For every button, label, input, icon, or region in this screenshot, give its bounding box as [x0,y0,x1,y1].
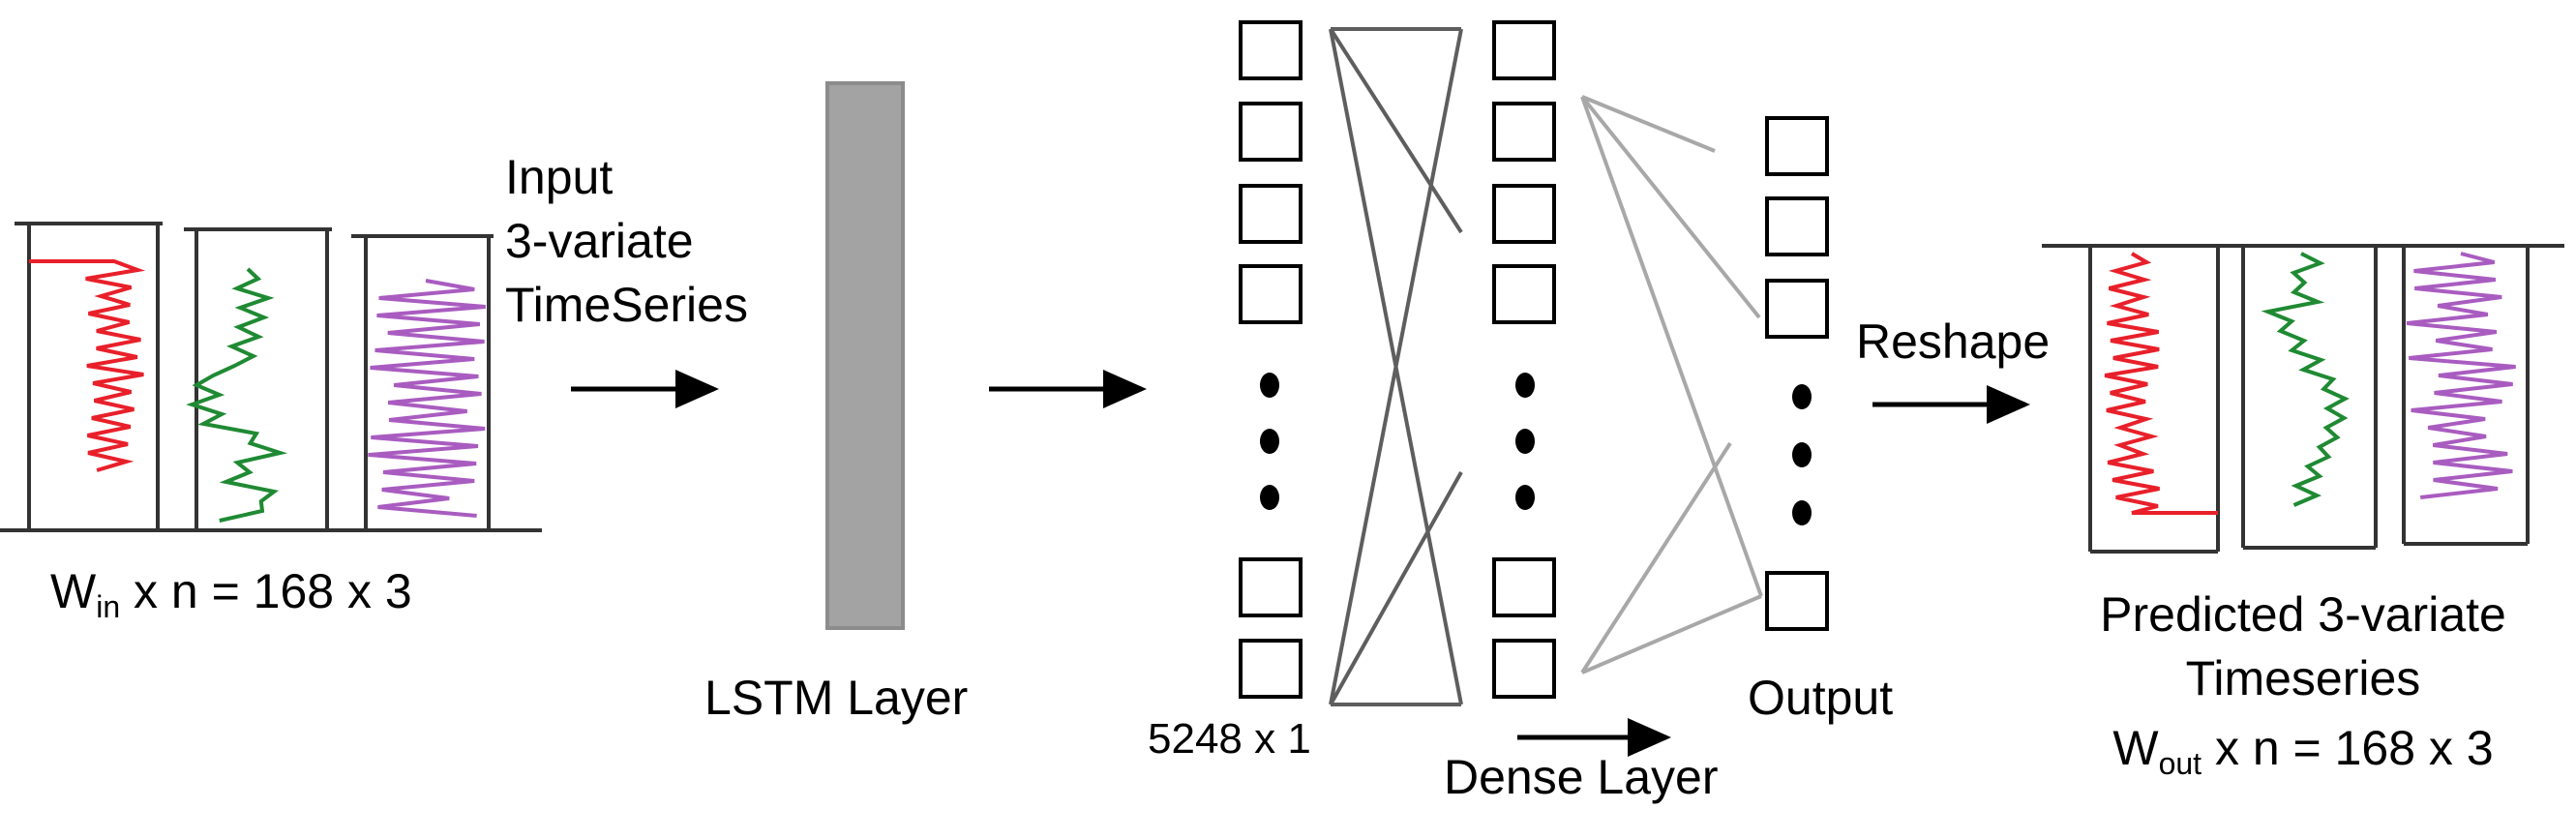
output-label: Output [1748,671,1894,725]
lstm-layer-label: LSTM Layer [704,671,969,725]
neuron-node [1239,20,1303,80]
neuron-node [1492,639,1556,699]
neuron-node [1239,264,1303,324]
neuron-node [1492,264,1556,324]
output-series-2-line [2261,252,2350,507]
predicted-title-line-1: Predicted 3-variate [2100,587,2506,642]
neuron-node [1765,279,1829,339]
input-window-symbol: W [50,564,97,618]
vector-size-label: 5248 x 1 [1148,715,1311,763]
neuron-node [1765,571,1829,631]
neuron-node [1492,102,1556,162]
neuron-node [1239,102,1303,162]
output-window-symbol: W [2112,721,2159,775]
neuron-node [1765,116,1829,176]
output-connections [1580,95,1763,674]
input-title-line-2: 3-variate [505,214,694,268]
input-title-line-3: TimeSeries [505,278,748,332]
dense-layer-ellipsis [1515,373,1535,510]
neuron-node [1492,184,1556,244]
input-window-size-label: Win x n = 168 x 3 [50,559,412,639]
output-timeseries-panels [2042,244,2564,554]
vector-5248-neurons [1239,20,1303,699]
input-series-1-line [29,259,146,472]
input-window-dimensions: x n = 168 x 3 [120,564,412,618]
output-series-3-line [2406,252,2516,499]
input-window-subscript: in [96,589,121,624]
neuron-node [1492,557,1556,617]
vector-5248-ellipsis [1260,373,1279,510]
input-series-2-line [186,267,288,523]
input-series-3-line [368,279,486,518]
input-timeseries-panels [0,222,542,532]
output-neurons [1765,116,1829,631]
input-title-line-1: Input [505,150,614,204]
output-window-subscript: out [2158,746,2202,781]
neuron-node [1239,639,1303,699]
lstm-layer-block [825,81,905,630]
predicted-title-line-2: Timeseries [2185,651,2421,705]
output-window-size-label: Wout x n = 168 x 3 [2061,716,2545,795]
neuron-node [1492,20,1556,80]
neuron-node [1765,196,1829,256]
dense-layer-label: Dense Layer [1444,750,1719,804]
dense-connections [1329,27,1463,706]
dense-layer-neurons [1492,20,1556,699]
reshape-label: Reshape [1856,315,2051,369]
neuron-node [1239,184,1303,244]
output-series-1-line [2104,252,2218,515]
output-ellipsis [1792,384,1812,525]
neuron-node [1239,557,1303,617]
output-window-dimensions: x n = 168 x 3 [2202,721,2494,775]
